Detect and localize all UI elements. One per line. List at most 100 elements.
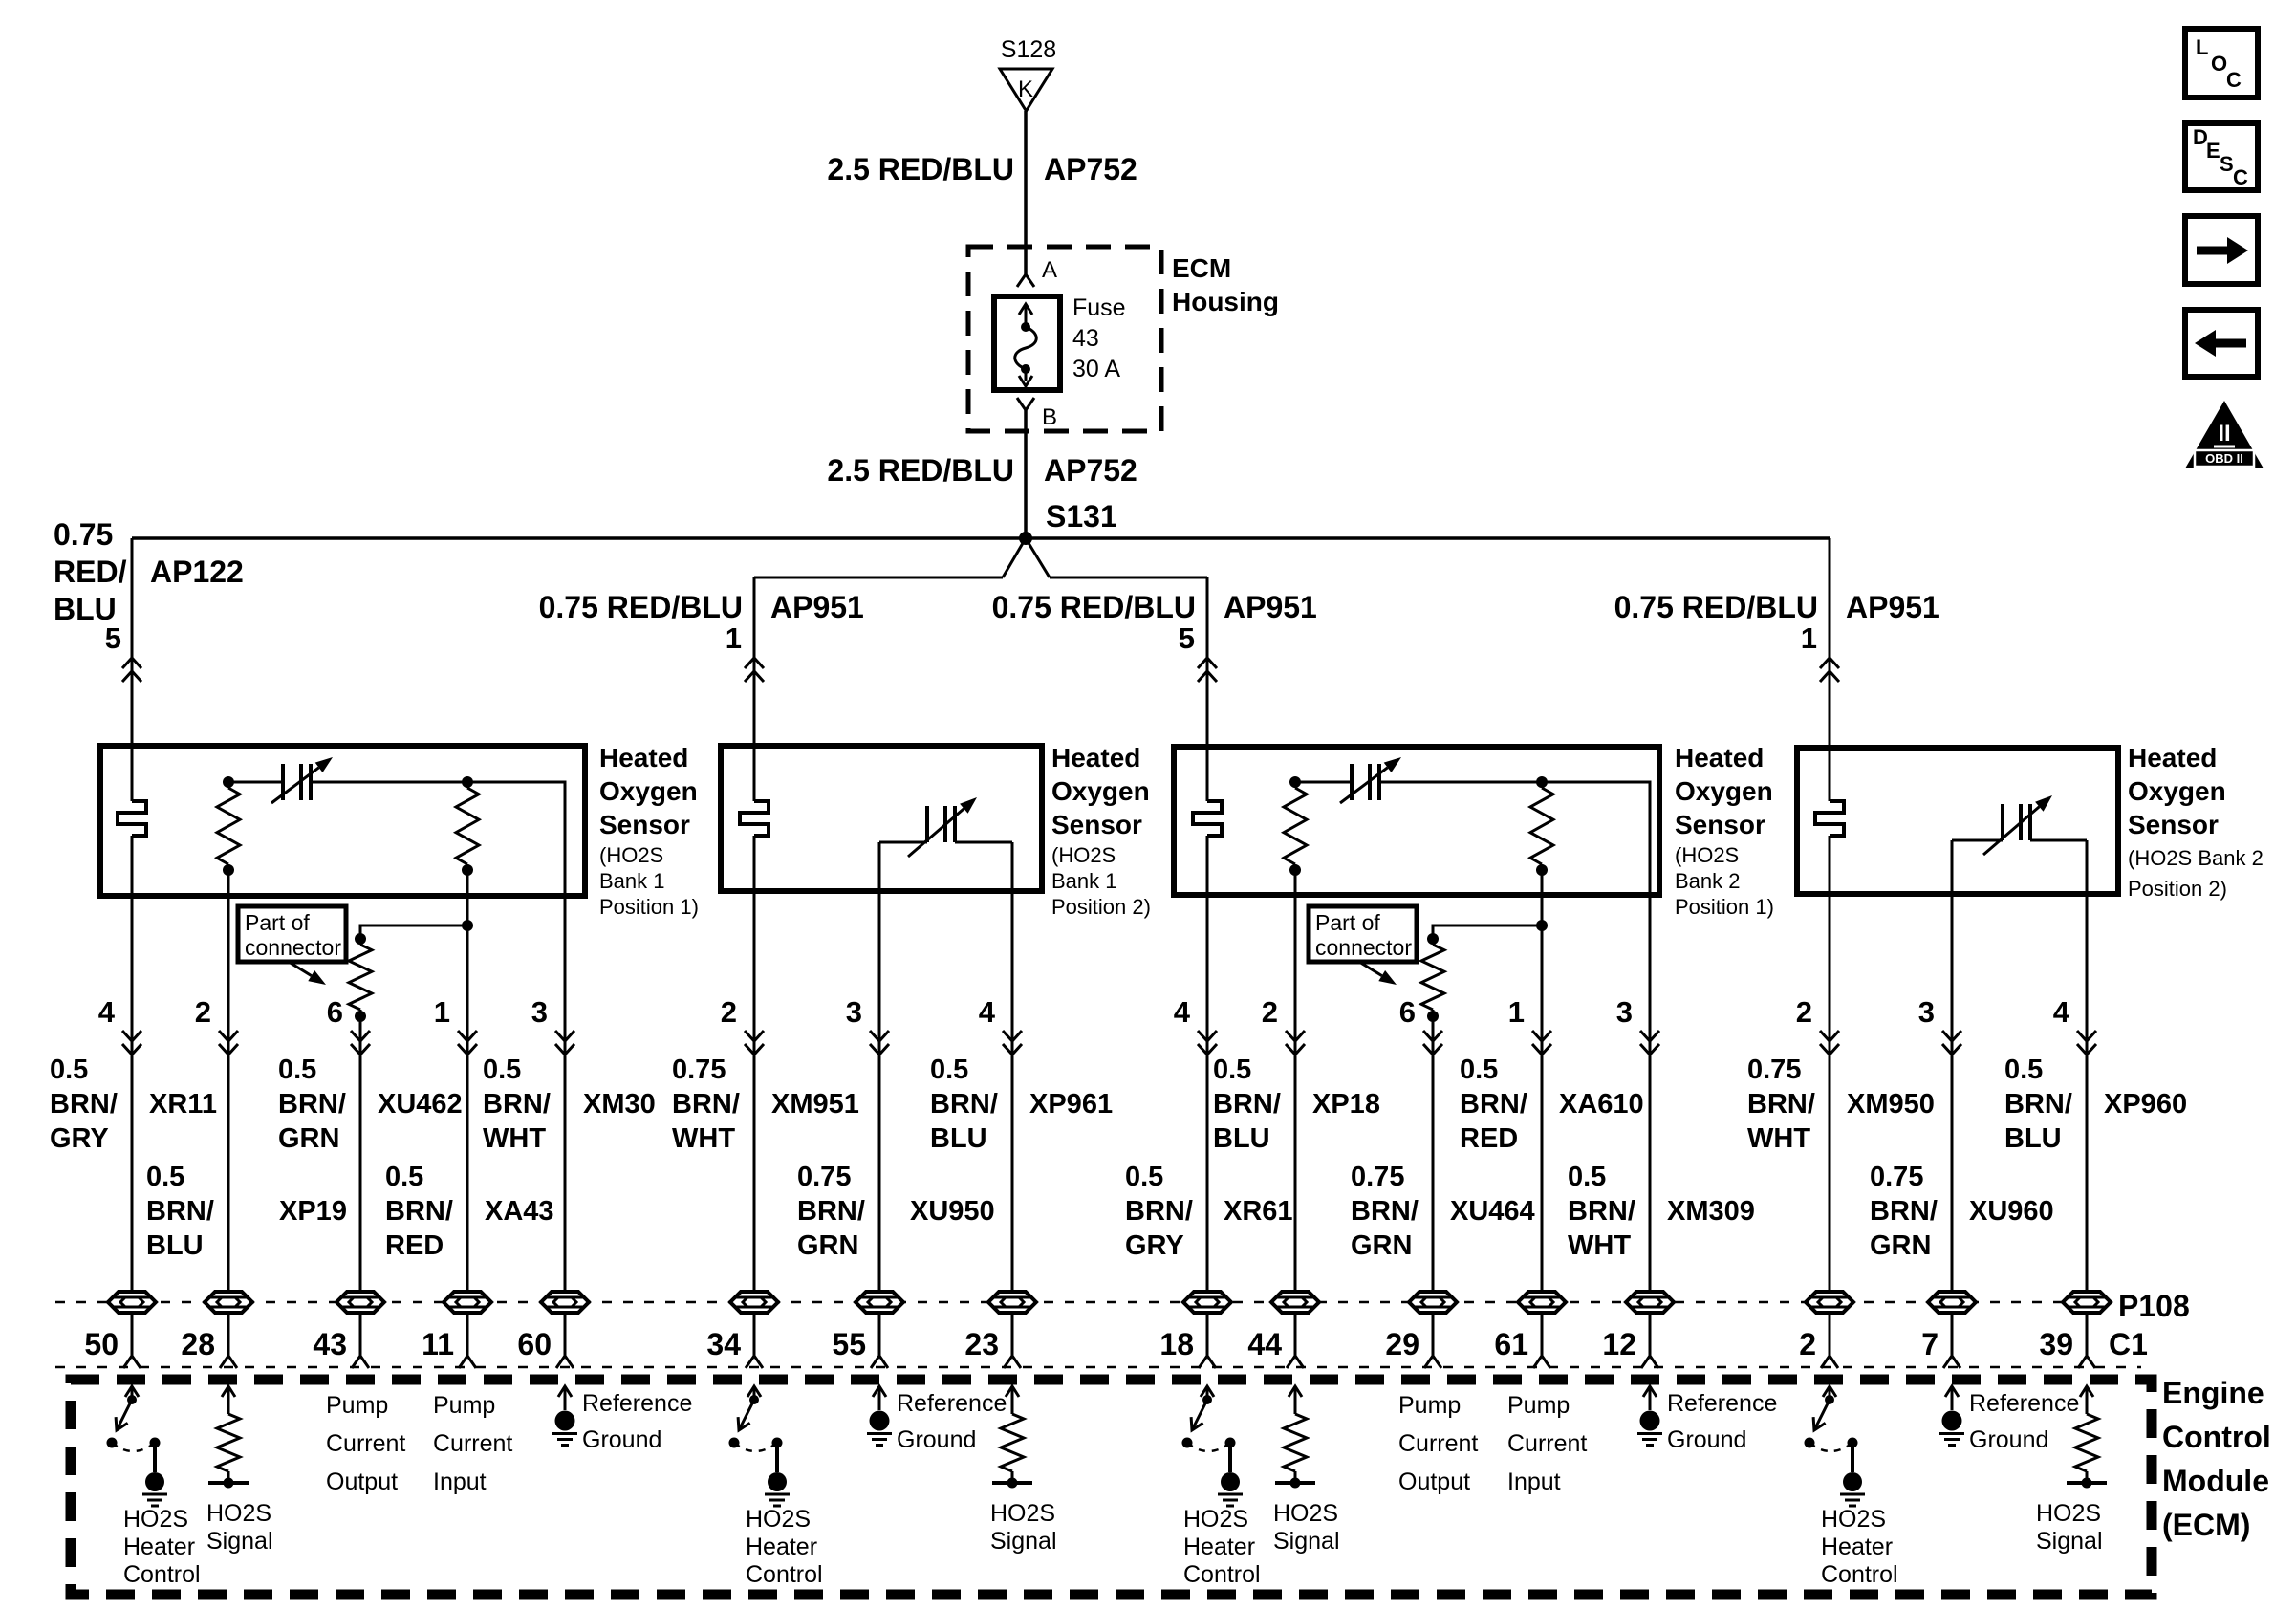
bulkhead-connector-icon (441, 1290, 494, 1315)
wire-size-color-label: 0.75 (1747, 1055, 1801, 1085)
wire-size-color-label: GRY (50, 1123, 109, 1154)
desc-button[interactable] (2182, 120, 2261, 193)
ecm-pin-number: 23 (964, 1327, 999, 1361)
ecm-title: (ECM) (2162, 1508, 2250, 1542)
sensor-title: Oxygen (1675, 776, 1773, 806)
ecm-function-label: HO2S (1183, 1506, 1248, 1533)
loc-button[interactable] (2182, 26, 2261, 100)
junction-dot (223, 776, 234, 788)
terminal-number: 3 (1616, 995, 1633, 1029)
terminal-number: 1 (726, 621, 742, 655)
loc-letter: C (2226, 68, 2242, 92)
sensor-box (718, 743, 1045, 894)
inline-connector-icon (743, 1042, 766, 1057)
ecm-pin-number: 2 (1799, 1327, 1816, 1361)
bulkhead-connector-icon (853, 1290, 906, 1315)
junction-dot (1536, 776, 1548, 788)
terminal-number: 4 (2053, 995, 2070, 1029)
desc-letter: C (2233, 165, 2248, 189)
desc-letter: D (2193, 125, 2208, 149)
inline-connector-icon (1818, 1029, 1841, 1044)
wire-size-color-label: BRN/ (930, 1089, 998, 1120)
wire (1024, 537, 1051, 578)
ecm-function-label: Reference (582, 1390, 692, 1417)
inline-connector-icon (868, 1042, 891, 1057)
bulkhead-connector-icon (538, 1290, 592, 1315)
arrowhead-icon (1189, 1417, 1204, 1433)
arrowhead-icon (114, 1417, 129, 1433)
wire-size-color-label: 0.5 (930, 1055, 968, 1085)
inline-connector-icon (743, 655, 766, 670)
inline-connector-icon (1818, 668, 1841, 684)
sensor-2: Heated Oxygen Sensor (HO2S Bank 1 Positi… (672, 743, 1151, 1588)
ecm-terminal-icon (744, 1353, 765, 1369)
wire-size-color-label: GRN (797, 1230, 858, 1261)
ecm-function-label: Ground (1667, 1426, 1746, 1453)
wire-size-color-label: WHT (1747, 1123, 1810, 1154)
wire-circuit-label: XM30 (583, 1089, 656, 1120)
ecm-function-label: Signal (2036, 1528, 2103, 1555)
arrowhead-icon (736, 1417, 751, 1433)
ecm-title: Module (2162, 1464, 2269, 1498)
arrowhead-icon (1383, 757, 1401, 772)
switch-blade (1190, 1399, 1209, 1431)
wire-size-color-label: 0.5 (1460, 1055, 1498, 1085)
resistor-icon (452, 786, 483, 866)
wire-size-color-label: BRN/ (1747, 1089, 1815, 1120)
sensor-title: Oxygen (599, 776, 698, 806)
wire (467, 780, 567, 1356)
inline-connector-icon (1284, 1029, 1307, 1044)
ecm-function-label: Input (433, 1469, 487, 1495)
junction-dot (462, 864, 473, 876)
sensor-title: Oxygen (1051, 776, 1150, 806)
switch-blade (737, 1399, 756, 1431)
ecm-terminal-icon (350, 1353, 371, 1369)
ecm-function-label: Reference (897, 1390, 1007, 1417)
ecm-terminal-icon (457, 1353, 478, 1369)
wire-circuit-label: XM950 (1847, 1089, 1935, 1120)
loc-letter: O (2211, 52, 2227, 76)
terminal-number: 2 (195, 995, 211, 1029)
ecm-function-label: HO2S (1821, 1506, 1886, 1533)
terminal-b-label: B (1042, 404, 1057, 430)
sensing-cell-icon (1350, 764, 1381, 800)
wire-size-color-label: 0.75 (54, 517, 113, 552)
fuse-element (1013, 325, 1038, 371)
bulkhead-connector-icon (1515, 1290, 1569, 1315)
ecm-pin-number: 12 (1602, 1327, 1636, 1361)
sensor-title: Oxygen (2128, 776, 2226, 806)
wire-size-color-label: WHT (483, 1123, 546, 1154)
ecm-title: Engine (2162, 1376, 2264, 1410)
wire-circuit-label: XM951 (771, 1089, 859, 1120)
wire-circuit-label: XA43 (485, 1196, 554, 1227)
bulkhead-connector-icon (727, 1290, 781, 1315)
wire-size-color-label: 0.75 (1351, 1162, 1404, 1192)
terminal-a-label: A (1042, 257, 1057, 283)
bulkhead-connector-icon (1803, 1290, 1856, 1315)
ecm-pin-number: 60 (517, 1327, 552, 1361)
obd2-caption: OBD II (2205, 451, 2243, 466)
wire-size-color-label: 0.75 RED/BLU (992, 590, 1196, 624)
inline-connector-icon (1940, 1029, 1963, 1044)
ecm-function-label: Pump (433, 1392, 495, 1419)
ecm-terminal-icon (2076, 1353, 2097, 1369)
bulkhead-connector-icon (1180, 1290, 1234, 1315)
inline-connector-icon (349, 1042, 372, 1057)
sensor-title: Heated (1051, 743, 1140, 772)
arrowhead-icon (1811, 1417, 1827, 1433)
ground-icon (1218, 1472, 1243, 1508)
terminal-number: 4 (1174, 995, 1191, 1029)
sensing-cell-icon (281, 764, 313, 800)
p108-label: P108 (2118, 1289, 2190, 1323)
wire-size-color-label: BRN/ (1125, 1196, 1193, 1227)
ecm-function-label: Control (1183, 1561, 1261, 1588)
heater-element-icon (738, 799, 770, 838)
terminal-number: 6 (1399, 995, 1416, 1029)
terminal-number: 4 (98, 995, 116, 1029)
inline-connector-icon (1196, 655, 1219, 670)
ground-icon (552, 1410, 577, 1447)
inline-connector-icon (349, 1029, 372, 1044)
resistor-icon (1280, 1412, 1310, 1473)
ecm-function-label: HO2S (2036, 1500, 2101, 1527)
heater-element-icon (116, 799, 148, 838)
